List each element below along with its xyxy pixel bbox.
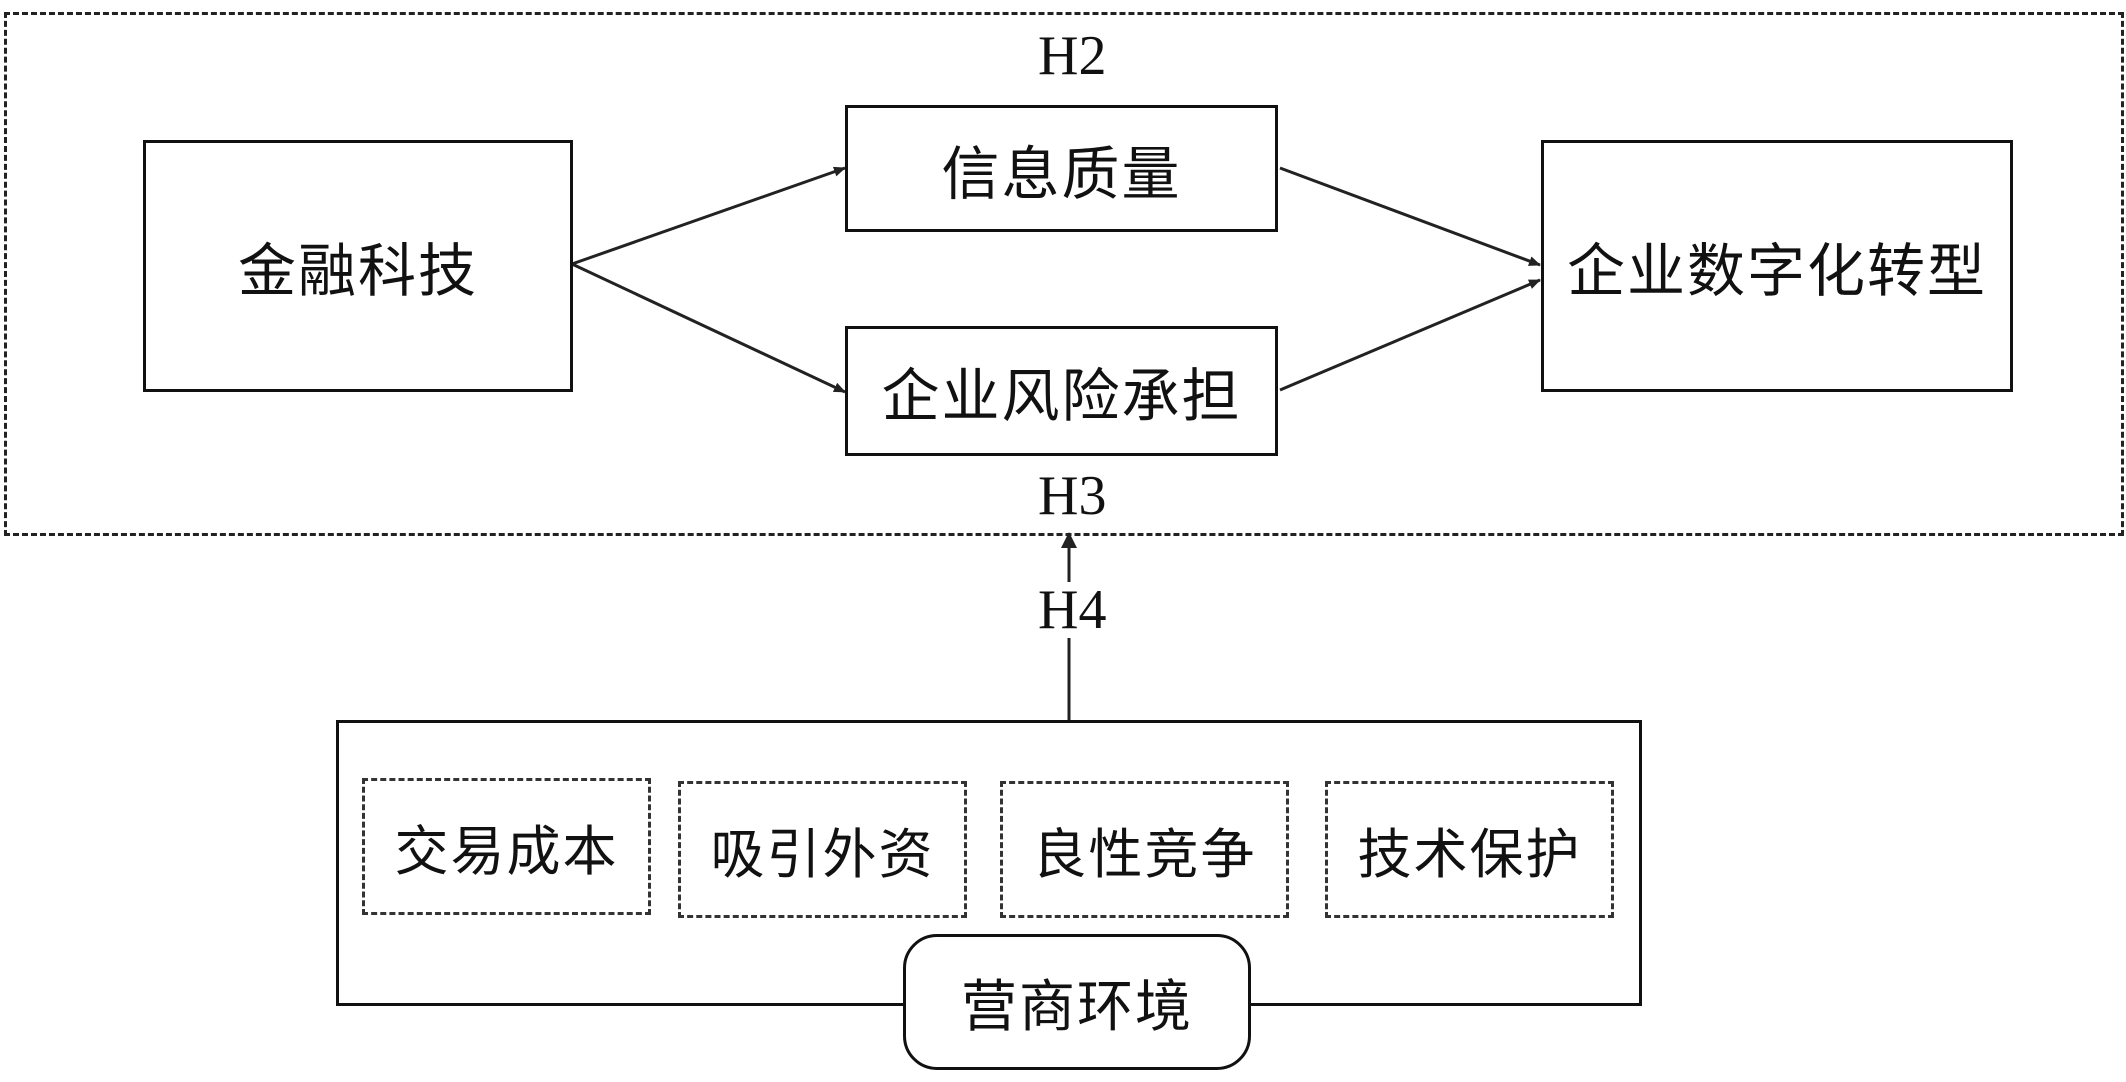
node-fintech: 金融科技: [143, 140, 573, 392]
node-digital-transformation: 企业数字化转型: [1541, 140, 2013, 392]
node-risk-taking-label: 企业风险承担: [881, 362, 1242, 430]
node-info-quality-label: 信息质量: [941, 139, 1182, 208]
node-digital-transformation-label: 企业数字化转型: [1566, 237, 1987, 305]
arrow-fintech-to-risk-taking: [571, 262, 846, 394]
node-info-quality: 信息质量: [845, 105, 1278, 232]
hypothesis-h2-label: H2: [1038, 25, 1107, 87]
business-environment-label: 营商环境: [903, 934, 1251, 1070]
hypothesis-h4-label: H4: [1034, 582, 1111, 638]
factor-technology-protection: 技术保护: [1325, 781, 1614, 918]
factor-transaction-cost: 交易成本: [362, 778, 651, 915]
node-fintech-label: 金融科技: [237, 237, 478, 305]
arrow-risk-taking-to-digital: [1279, 278, 1541, 392]
arrowhead-business-env: [1061, 532, 1077, 548]
arrow-fintech-to-info-quality: [571, 166, 846, 266]
factor-healthy-competition: 良性竞争: [1000, 781, 1289, 918]
node-risk-taking: 企业风险承担: [845, 326, 1278, 456]
hypothesis-h3-label: H3: [1038, 465, 1107, 527]
arrow-info-quality-to-digital: [1279, 166, 1541, 267]
mediation-frame: [4, 12, 2124, 536]
factor-attract-foreign-capital: 吸引外资: [678, 781, 967, 918]
